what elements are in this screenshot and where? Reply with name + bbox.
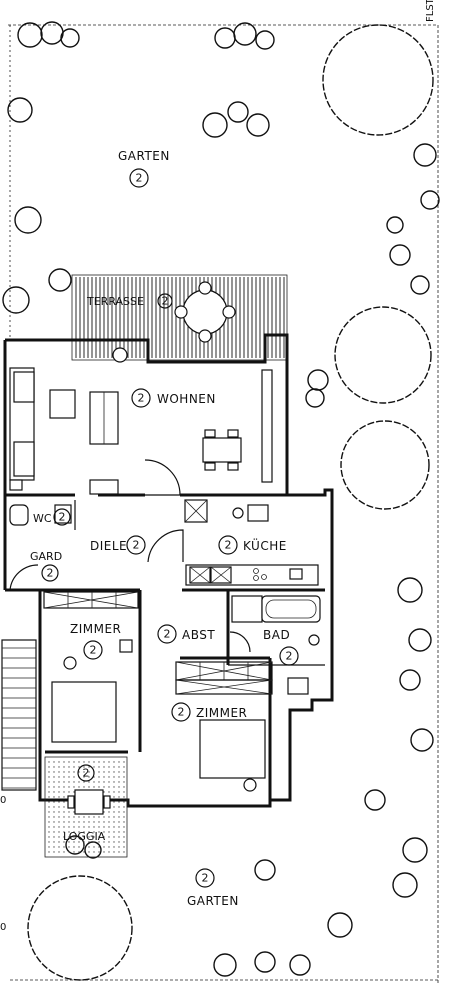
garden-trees <box>2 21 440 981</box>
room-terrasse: TERRASSE 2 <box>86 293 173 309</box>
windows <box>43 369 273 695</box>
unit-number: 2 <box>136 172 143 185</box>
bathroom-fixtures <box>231 595 321 695</box>
room-wohnen: 2 WOHNEN <box>131 388 216 408</box>
room-bad: BAD 2 <box>263 628 299 666</box>
room-garten-bottom: 2 GARTEN <box>187 868 239 908</box>
unit-number: 2 <box>225 539 232 552</box>
room-zimmer-1: ZIMMER 2 <box>70 622 121 660</box>
kitchen-fixtures <box>184 499 319 586</box>
room-zimmer-2: 2 ZIMMER <box>171 702 247 722</box>
room-garten-top: GARTEN 2 <box>118 149 170 188</box>
edge-mark-1: 0 <box>0 795 6 806</box>
room-name: WOHNEN <box>157 392 216 406</box>
unit-number: 2 <box>47 567 54 580</box>
property-boundary <box>8 24 439 985</box>
room-name: GARD <box>30 550 62 563</box>
bedroom-furniture <box>51 639 266 792</box>
terrace-table <box>174 281 236 343</box>
edge-mark-2: 0 <box>0 922 6 933</box>
room-name: GARTEN <box>187 894 239 908</box>
unit-number: 2 <box>178 706 185 719</box>
room-name: ZIMMER <box>70 622 121 636</box>
unit-number: 2 <box>90 644 97 657</box>
room-name: BAD <box>263 628 290 642</box>
room-diele: DIELE 2 <box>90 535 146 555</box>
room-name: LOGGIA <box>63 830 106 843</box>
unit-number: 2 <box>138 392 145 405</box>
room-name: ABST <box>182 628 215 642</box>
room-name: KÜCHE <box>243 537 287 553</box>
unit-number: 2 <box>59 511 66 524</box>
room-kueche: 2 KÜCHE <box>218 535 287 555</box>
room-name: TERRASSE <box>86 295 144 308</box>
room-name: DIELE <box>90 539 127 553</box>
building-walls <box>3 333 334 808</box>
loggia <box>44 756 128 858</box>
room-abst: 2 ABST <box>157 624 215 644</box>
room-loggia: 2 LOGGIA <box>63 764 106 843</box>
room-gard: GARD 2 <box>30 550 62 582</box>
doors <box>9 459 251 653</box>
unit-number: 2 <box>133 539 140 552</box>
living-furniture <box>9 347 242 495</box>
room-name: GARTEN <box>118 149 170 163</box>
unit-number: 2 <box>202 872 209 885</box>
unit-number: 2 <box>286 650 293 663</box>
unit-number: 2 <box>83 767 90 780</box>
unit-number: 2 <box>162 295 169 308</box>
room-name: ZIMMER <box>196 706 247 720</box>
room-name: WC <box>33 512 52 525</box>
room-wc: WC 2 <box>33 508 71 526</box>
staircase <box>1 639 37 791</box>
unit-number: 2 <box>164 628 171 641</box>
property-edge-label: FLST <box>425 0 436 22</box>
